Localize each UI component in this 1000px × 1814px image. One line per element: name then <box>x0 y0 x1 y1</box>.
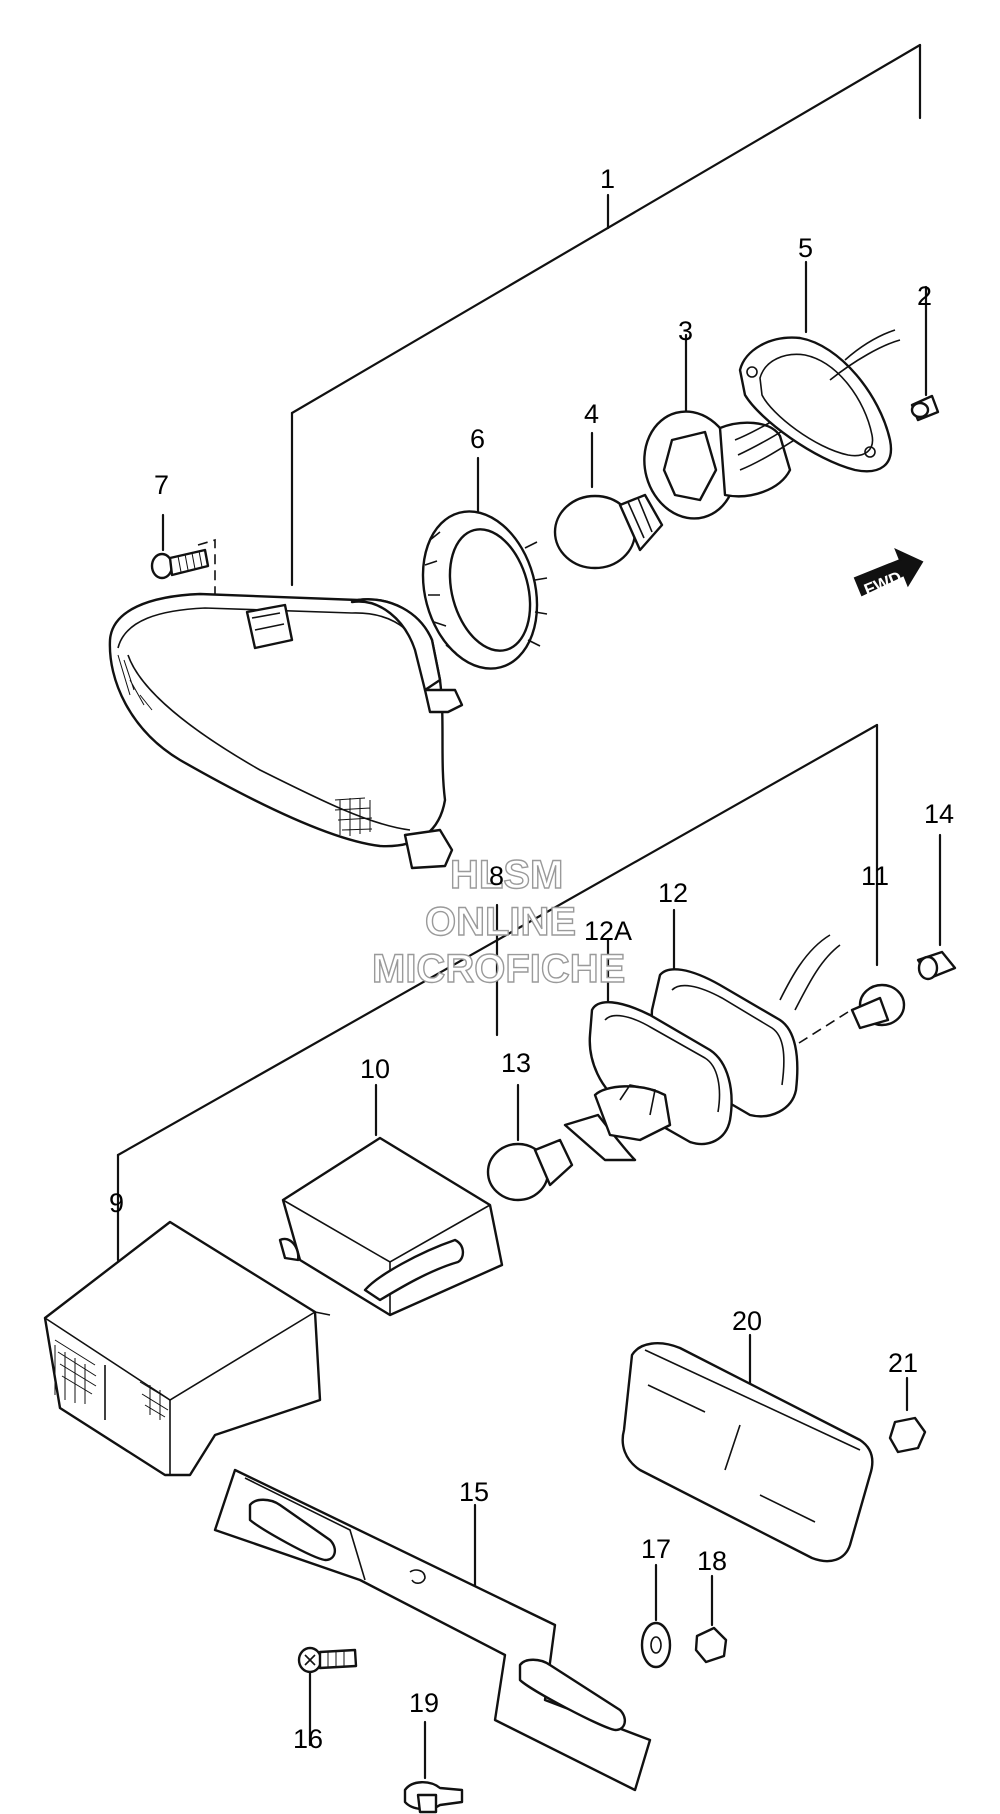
callout-18: 18 <box>697 1546 727 1576</box>
callout-17: 17 <box>641 1534 671 1564</box>
callout-16: 16 <box>293 1724 323 1754</box>
callout-2: 2 <box>917 281 932 311</box>
callout-9: 9 <box>109 1188 124 1218</box>
callout-15: 15 <box>459 1477 489 1507</box>
callout-labels: 1 2 3 4 5 6 7 8 9 10 11 12 12A 13 14 15 … <box>109 164 954 1754</box>
callout-12a: 12A <box>584 916 632 946</box>
part-13-bulb <box>486 1083 672 1202</box>
part-6-retainer-ring <box>421 456 548 670</box>
part-10-lens <box>278 1083 504 1317</box>
part-16-screw <box>297 1646 358 1747</box>
watermark-line-1: HLSM <box>450 853 563 897</box>
fwd-direction-arrow: FWD <box>853 548 924 600</box>
assembly-bracket-1 <box>290 43 922 587</box>
part-11-grommet <box>779 983 906 1056</box>
watermark: HLSM ONLINE MICROFICHE <box>371 852 626 991</box>
callout-12: 12 <box>658 878 688 908</box>
part-21-nut <box>888 1376 927 1454</box>
callout-21: 21 <box>888 1348 918 1378</box>
part-19-clip <box>403 1720 464 1814</box>
watermark-line-3: MICROFICHE <box>372 947 625 991</box>
part-20-reflector <box>621 1333 874 1563</box>
part-18-nut <box>694 1574 728 1664</box>
part-3-socket <box>643 333 831 520</box>
callout-4: 4 <box>584 399 599 429</box>
part-7-screw <box>150 513 216 680</box>
callout-1: 1 <box>600 164 615 194</box>
part-2-screw <box>910 285 940 422</box>
part-4-bulb <box>553 431 664 570</box>
part-9-lamp-housing <box>43 1220 331 1477</box>
callout-8: 8 <box>489 861 504 891</box>
part-5-gasket <box>738 260 901 473</box>
part-14-spacer <box>916 833 957 981</box>
assembly-bracket-9 <box>116 723 879 1262</box>
callout-14: 14 <box>924 799 954 829</box>
callout-6: 6 <box>470 424 485 454</box>
callout-20: 20 <box>732 1306 762 1336</box>
callout-11: 11 <box>861 861 889 891</box>
part-15-bracket <box>213 1468 652 1792</box>
callout-3: 3 <box>678 316 693 346</box>
callout-5: 5 <box>798 233 813 263</box>
callout-19: 19 <box>409 1688 439 1718</box>
watermark-line-2: ONLINE <box>425 900 576 944</box>
part-17-washer <box>640 1563 672 1669</box>
callout-7: 7 <box>154 470 169 500</box>
callout-10: 10 <box>360 1054 390 1084</box>
part-12-lamp-holder <box>588 908 841 1146</box>
part-1-turn-signal-housing <box>108 592 464 870</box>
callout-13: 13 <box>501 1048 531 1078</box>
